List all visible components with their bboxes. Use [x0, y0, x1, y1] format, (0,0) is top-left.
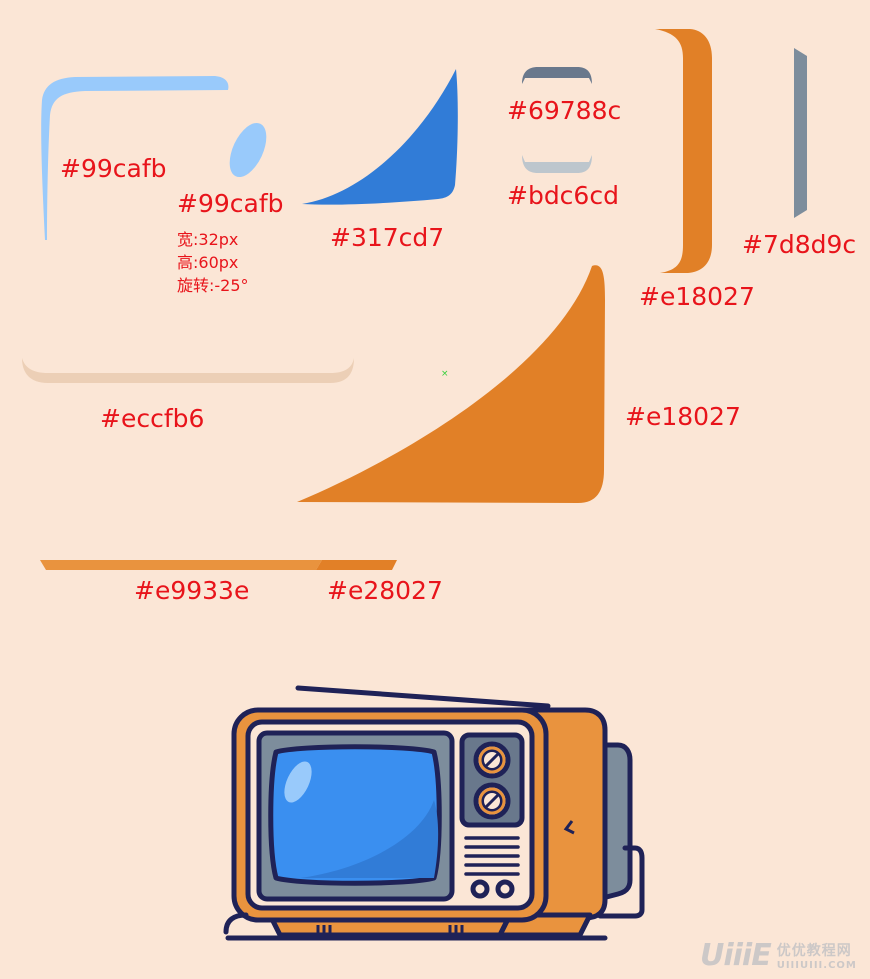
- ground-left-curve: [226, 915, 246, 932]
- watermark-cn: 优优教程网: [777, 940, 857, 960]
- watermark-logo: UiiiE: [700, 938, 771, 973]
- antenna: [298, 688, 548, 706]
- button-right: [498, 882, 512, 896]
- watermark: UiiiE 优优教程网 UIIIUIII.COM: [700, 938, 857, 973]
- watermark-en: UIIIUIII.COM: [777, 960, 857, 971]
- button-left: [473, 882, 487, 896]
